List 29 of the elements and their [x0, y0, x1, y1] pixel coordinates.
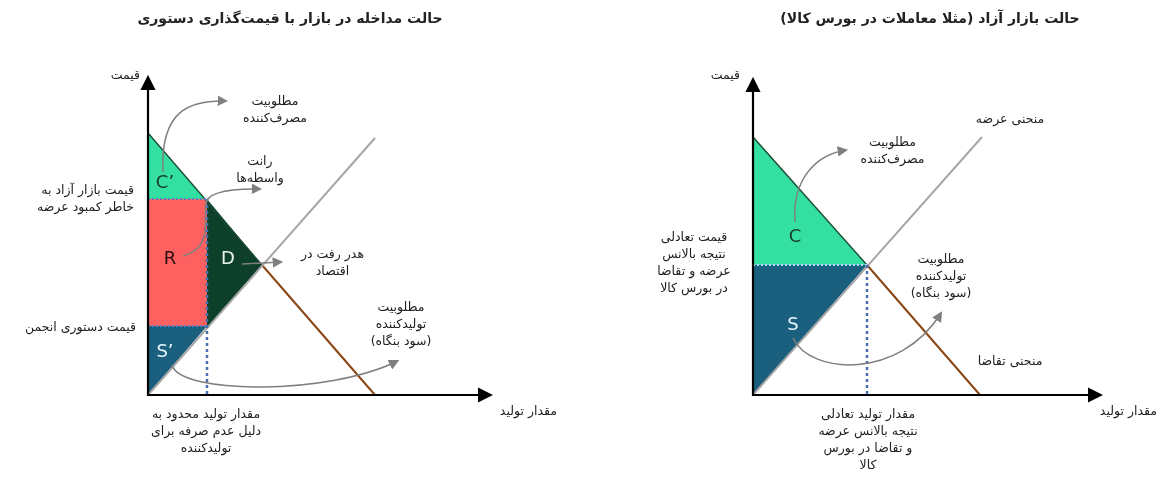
rent-area: R — [148, 199, 207, 326]
price-label: قیمت بازار آزاد به خاطر کمبود عرضه — [36, 181, 134, 215]
annotation-text: هدر رفت در اقتصاد — [285, 245, 380, 279]
quantity-label: مقدار تولید تعادلی نتیجه بالانس عرضه و تقاضا در بورس کالا — [817, 405, 919, 473]
deadweight-loss-area: D — [207, 199, 262, 328]
annotation-text: مطلوبیت تولیدکننده (سود بنگاه) — [905, 250, 977, 301]
axis-label: مقدار تولید — [1098, 402, 1157, 419]
axis-label: قیمت — [709, 66, 740, 83]
curve-label: منحنی تقاضا — [976, 352, 1044, 369]
price-label: قیمت تعادلی نتیجه بالانس عرضه و تقاضا در بورس کالا — [656, 228, 732, 296]
price-label: قیمت دستوری انجمن — [23, 318, 136, 335]
annotation-text: رانت واسطه‌ها — [225, 152, 295, 186]
arrow — [171, 359, 400, 388]
arrow — [794, 146, 849, 223]
curve-label: منحنی عرضه — [974, 110, 1046, 127]
arrow — [162, 95, 229, 173]
arrow — [792, 311, 943, 366]
annotation-text: مطلوبیت مصرف‌کننده — [230, 92, 320, 126]
quantity-label: مقدار تولید محدود به دلیل عدم صرفه برای تولیدکننده — [150, 405, 262, 456]
arrow — [182, 183, 263, 257]
panel-title: حالت بازار آزاد (مثلا معاملات در بورس کالا) — [779, 8, 1081, 28]
arrow — [241, 257, 284, 268]
annotation-text: مطلوبیت تولیدکننده (سود بنگاه) — [365, 298, 437, 349]
producer-surplus-area: S — [753, 265, 867, 395]
producer-surplus-area: S’ — [148, 326, 207, 395]
consumer-surplus-area: C’ — [148, 133, 205, 199]
axis-label: مقدار تولید — [498, 402, 557, 419]
axis-label: قیمت — [109, 66, 140, 83]
panel-title: حالت مداخله در بازار با قیمت‌گذاری دستوری — [136, 9, 444, 28]
